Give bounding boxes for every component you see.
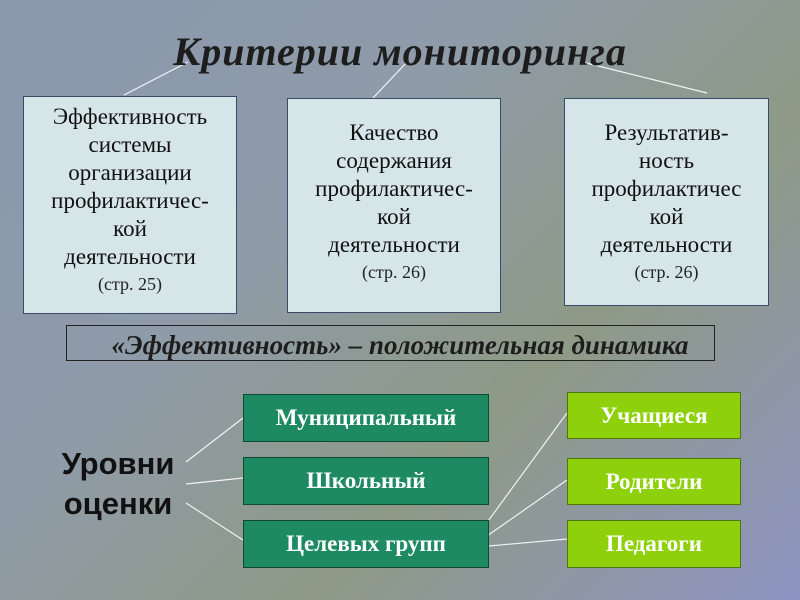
- group-students[interactable]: Учащиеся: [567, 392, 741, 439]
- criterion-line: системы: [88, 132, 172, 157]
- banner-frame: [66, 325, 715, 361]
- connector-target-teachers: [488, 538, 568, 547]
- connector-title-criterion-2: [372, 61, 408, 99]
- levels-label-line: Уровни: [61, 446, 175, 481]
- level-target-groups[interactable]: Целевых групп: [243, 520, 489, 568]
- criterion-system-efficiency: Эффективность системы организации профил…: [23, 96, 237, 314]
- group-parents[interactable]: Родители: [567, 458, 741, 505]
- banner-text: «Эффективность» – положительная динамика: [111, 330, 689, 360]
- criterion-line: кой: [113, 216, 147, 241]
- connector-levels-school: [185, 477, 244, 485]
- page-title: Критерии мониторинга: [173, 29, 627, 74]
- connector-target-parents: [486, 479, 568, 537]
- criterion-line: Качество: [349, 120, 439, 145]
- criterion-page-ref: (стр. 25): [97, 274, 163, 294]
- criterion-line: профилактичес: [591, 176, 742, 201]
- criterion-line: кой: [377, 204, 411, 229]
- criterion-effectiveness: Результатив- ность профилактичес кой дея…: [564, 98, 769, 306]
- criterion-page-ref: (стр. 26): [361, 262, 427, 282]
- criterion-line: Результатив-: [604, 120, 729, 145]
- criterion-line: профилактичес-: [51, 188, 209, 213]
- levels-label-line: оценки: [63, 486, 173, 521]
- connector-title-criterion-1: [123, 61, 189, 96]
- criterion-line: содержания: [336, 148, 452, 173]
- group-teachers[interactable]: Педагоги: [567, 520, 741, 568]
- criterion-line: ность: [638, 148, 695, 173]
- connector-target-students: [482, 412, 568, 529]
- criterion-line: деятельности: [64, 244, 196, 269]
- connector-levels-target: [185, 502, 244, 541]
- connector-title-criterion-3: [581, 61, 708, 94]
- criterion-line: организации: [68, 160, 192, 185]
- level-municipal[interactable]: Муниципальный: [243, 394, 489, 442]
- criterion-line: деятельности: [600, 232, 733, 257]
- criterion-page-ref: (стр. 26): [634, 262, 699, 282]
- criterion-line: Эффективность: [52, 104, 208, 129]
- level-school[interactable]: Школьный: [243, 457, 489, 505]
- criterion-line: профилактичес-: [315, 176, 473, 201]
- criterion-content-quality: Качество содержания профилактичес- кой д…: [287, 98, 501, 313]
- levels-label: Уровни оценки: [52, 444, 184, 524]
- criterion-line: деятельности: [328, 232, 460, 257]
- criterion-line: кой: [649, 204, 684, 229]
- connector-levels-municipal: [185, 417, 244, 463]
